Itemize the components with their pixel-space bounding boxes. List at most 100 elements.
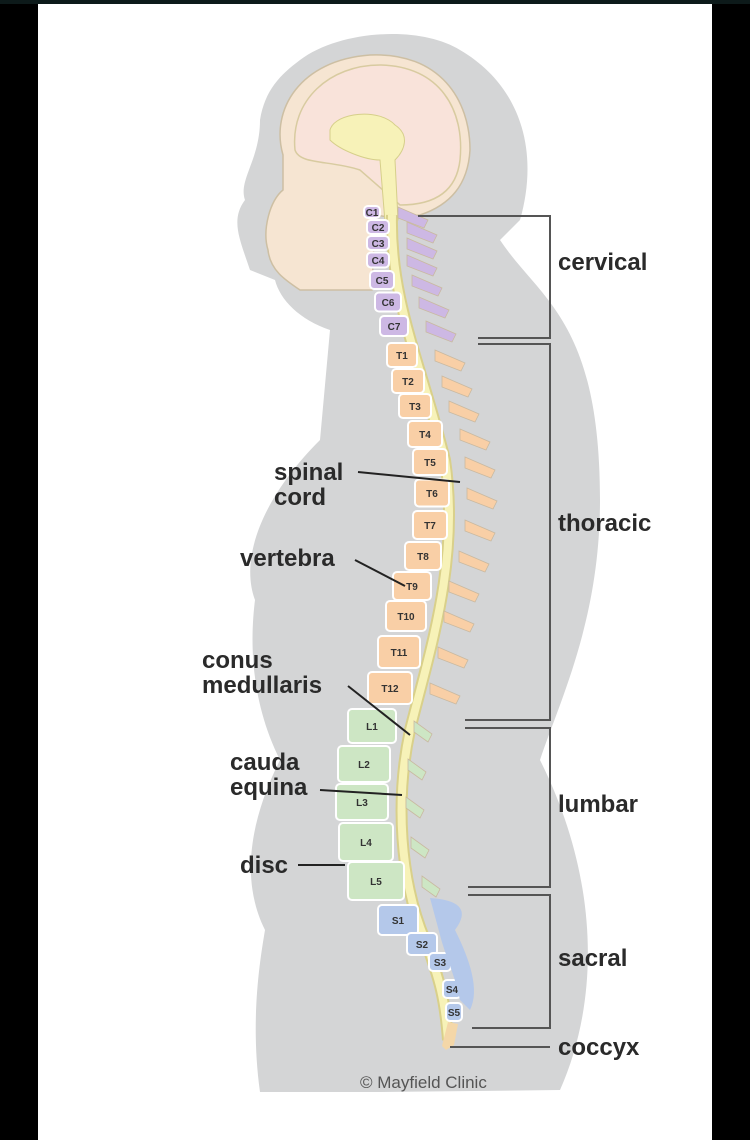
annotation-leaders [298,471,461,866]
vertebra-label: S2 [416,940,429,951]
spinous-process [434,349,466,372]
label-conus: conus [202,647,273,674]
spinous-process [411,274,443,297]
spinous-processes [397,206,498,1050]
bracket-cervical [418,215,551,339]
vertebra-label: C6 [382,298,395,309]
label-sacral: sacral [558,945,627,972]
spinous-process [405,796,425,819]
spinous-process [406,254,438,277]
spinous-process [437,646,469,669]
vertebra-label: T5 [424,458,436,469]
label-lumbar: lumbar [558,791,638,818]
sacrum-plate [430,898,475,1010]
vertebra-t10 [385,600,427,632]
spinous-process [441,375,473,398]
spinous-process [464,456,496,479]
vertebra-label: L5 [370,877,382,888]
credit-text: © Mayfield Clinic [360,1073,487,1092]
spinous-process [464,519,496,542]
vertebra-t12 [367,671,413,705]
spinous-process [448,580,480,603]
vertebra-label: T8 [417,552,429,563]
region-brackets [418,215,551,1048]
spinous-process [407,758,427,781]
vertebra-label: L1 [366,722,378,733]
vertebra-c5 [369,270,395,290]
vertebra-label: T6 [426,489,438,500]
label-equina: equina [230,774,308,801]
vertebra-label: T11 [391,648,408,659]
vertebra-l1 [347,708,397,744]
vertebra-l2 [337,745,391,783]
vertebra-label: C4 [372,256,385,267]
bracket-sacral [468,894,551,1029]
vertebra-t5 [412,448,448,476]
spinous-process [410,836,430,859]
leader-conus [347,685,411,736]
spinous-process [458,550,490,573]
vertebra-c4 [366,251,390,269]
vertebrae-group: C1C2C3C4C5C6C7T1T2T3T4T5T6T7T8T9T10T11T1… [335,205,463,1022]
vertebra-c1 [363,205,381,219]
vertebra-label: S4 [446,985,459,996]
vertebra-l5 [347,861,405,901]
coccyx-bone [442,1022,458,1050]
vertebra-t4 [407,420,443,448]
label-cervical: cervical [558,249,647,276]
vertebra-label: C1 [366,208,379,219]
spinous-process [406,221,438,244]
vertebra-label: T3 [409,402,421,413]
vertebra-t3 [398,393,432,419]
vertebra-label: T12 [381,684,399,695]
bracket-thoracic [465,343,551,721]
vertebra-label: C3 [372,239,385,250]
vertebra-s2 [406,932,438,956]
spinous-process [466,487,498,510]
vertebra-label: S1 [392,916,405,927]
label-spinal: spinal [274,459,343,486]
vertebra-s1 [377,904,419,936]
vertebra-label: T10 [397,612,415,623]
vertebra-c3 [366,235,390,251]
spinous-process [429,682,461,705]
label-vertebra: vertebra [240,545,335,572]
label-cord: cord [274,484,326,511]
spinous-process [425,320,457,343]
vertebra-label: S5 [448,1008,461,1019]
vertebra-t11 [377,635,421,669]
vertebra-t1 [386,342,418,368]
vertebra-label: C7 [388,322,401,333]
vertebra-c2 [366,219,390,235]
leader-spinal-cord [357,471,461,483]
vertebra-c6 [374,291,402,313]
vertebra-label: T4 [419,430,431,441]
label-coccyx: coccyx [558,1034,640,1061]
vertebra-label: T2 [402,377,414,388]
spinous-process [418,296,450,319]
spine-diagram: C1C2C3C4C5C6C7T1T2T3T4T5T6T7T8T9T10T11T1… [202,33,651,1093]
label-cauda: cauda [230,749,300,776]
vertebra-t8 [404,541,442,571]
brainstem [329,113,405,223]
vertebra-label: T9 [406,582,418,593]
vertebra-label: L3 [356,798,368,809]
vertebra-label: C5 [376,276,389,287]
spinous-process [413,720,433,743]
vertebra-t7 [412,510,448,540]
label-medullaris: medullaris [202,672,322,699]
spinous-process [406,237,438,260]
leader-vertebra [354,559,406,587]
vertebra-label: L2 [358,760,370,771]
vertebra-c7 [379,315,409,337]
bracket-lumbar [465,727,551,888]
vertebra-label: C2 [372,223,385,234]
vertebra-label: T7 [424,521,436,532]
label-disc: disc [240,852,288,879]
spinous-process [459,428,491,451]
label-thoracic: thoracic [558,510,651,537]
spinous-process [421,875,441,898]
spinous-process [448,400,480,423]
spinous-process [443,610,475,633]
